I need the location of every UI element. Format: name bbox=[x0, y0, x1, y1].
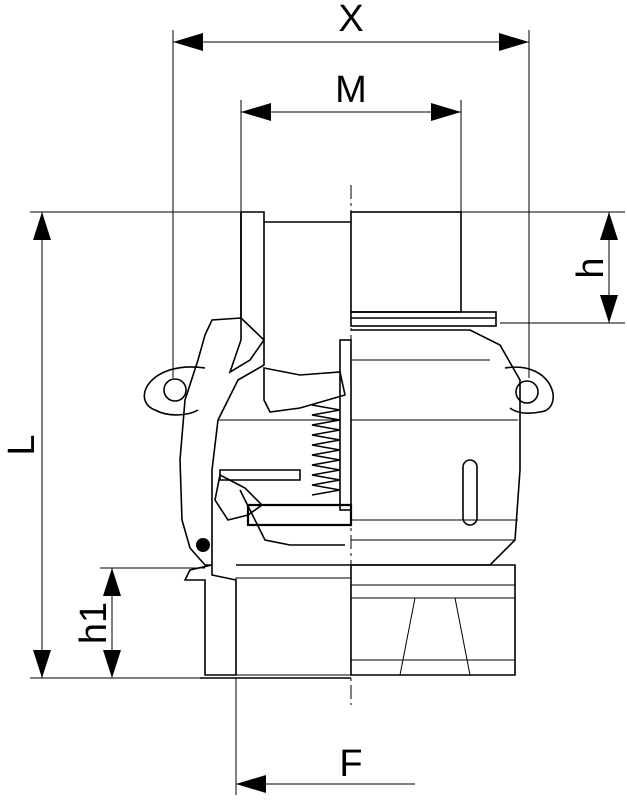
h-arrow-bottom bbox=[600, 295, 618, 323]
valve-section-left bbox=[143, 211, 353, 679]
dimension-label-x: X bbox=[338, 0, 363, 40]
h1-arrow-top bbox=[103, 568, 121, 596]
m-arrow-right bbox=[431, 103, 461, 121]
dimension-x: X bbox=[172, 0, 530, 378]
dimension-l: L bbox=[1, 211, 245, 679]
dimension-label-f: F bbox=[339, 743, 362, 785]
body-right bbox=[351, 329, 521, 566]
valve-disc bbox=[246, 503, 353, 527]
body-slot bbox=[462, 459, 478, 526]
l-arrow-bottom bbox=[33, 650, 51, 678]
dimension-label-l: L bbox=[1, 434, 43, 455]
l-arrow-top bbox=[33, 212, 51, 240]
dimension-label-h: h bbox=[570, 257, 612, 278]
dimension-h: h bbox=[461, 211, 625, 324]
dimension-label-h1: h1 bbox=[73, 602, 115, 644]
h-arrow-top bbox=[600, 212, 618, 240]
o-ring bbox=[196, 538, 210, 552]
lower-body-wall bbox=[183, 563, 237, 676]
upper-thread-right bbox=[350, 211, 462, 313]
ear-lug-right bbox=[504, 366, 554, 415]
hex-nut bbox=[350, 564, 516, 676]
dimension-h1: h1 bbox=[73, 567, 205, 678]
lower-thread-left bbox=[235, 577, 352, 676]
dimension-label-m: M bbox=[335, 69, 367, 111]
valve-exterior-right bbox=[350, 211, 554, 676]
h1-arrow-bottom bbox=[103, 650, 121, 678]
ear-hole-right bbox=[515, 380, 539, 404]
f-arrow-left bbox=[236, 775, 266, 793]
dimension-m: M bbox=[240, 69, 462, 212]
x-arrow-left bbox=[173, 33, 203, 51]
ear-hole-left bbox=[163, 378, 187, 402]
spring bbox=[311, 404, 341, 496]
ear-lug-left bbox=[143, 366, 206, 416]
top-neck-wall bbox=[228, 211, 265, 374]
m-arrow-left bbox=[241, 103, 271, 121]
x-arrow-right bbox=[499, 33, 529, 51]
shoulder-section bbox=[179, 317, 265, 566]
dimension-f: F bbox=[235, 678, 415, 795]
